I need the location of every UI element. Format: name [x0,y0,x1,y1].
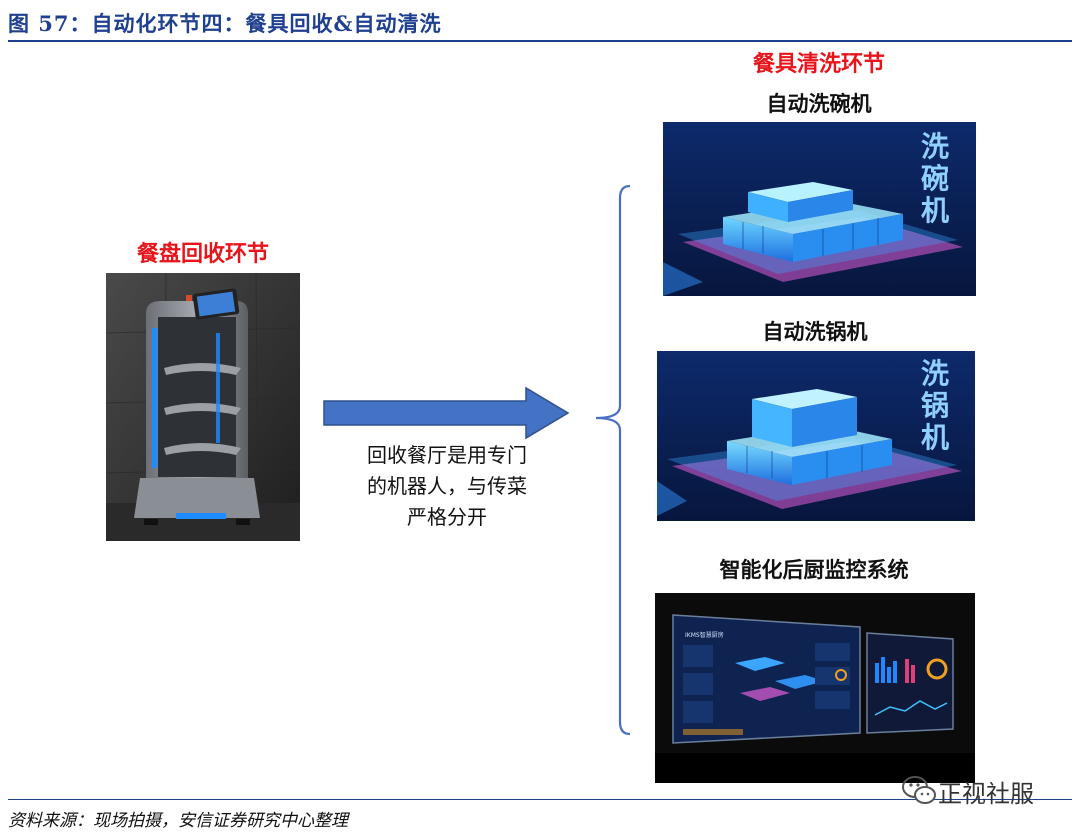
potwasher-label-char: 锅 [921,389,949,422]
dishwasher-caption: 自动洗碗机 [766,92,872,116]
potwasher-render: 洗 锅 机 [657,351,975,521]
caption-line: 回收餐厅是用专门 [367,443,527,467]
flow-arrow [323,386,570,440]
dishwasher-label-char: 碗 [921,162,949,195]
kitchen-monitor-photo: IKMS智慧厨房 [655,593,975,783]
grouping-bracket [595,184,631,736]
dishwasher-render: 洗 碗 机 [663,122,976,296]
wechat-icon [902,776,936,804]
header-divider [8,40,1072,42]
tableware-cleaning-title: 餐具清洗环节 [752,52,885,77]
potwasher-label-char: 机 [921,421,949,454]
tray-recycling-title: 餐盘回收环节 [136,242,269,267]
caption-line: 严格分开 [407,505,487,529]
potwasher-caption: 自动洗锅机 [762,320,868,344]
footer-divider [8,799,1072,800]
source-note: 资料来源：现场拍摄，安信证券研究中心整理 [8,811,348,831]
monitoring-caption: 智能化后厨监控系统 [719,558,909,582]
dishwasher-label-char: 机 [921,194,949,227]
dishwasher-label-char: 洗 [921,130,949,163]
arrow-caption: 回收餐厅是用专门 的机器人，与传菜 严格分开 [327,440,567,533]
monitor-screen-title: IKMS智慧厨房 [685,631,724,639]
recycling-robot-photo [106,273,300,541]
figure-header: 图 57：自动化环节四：餐具回收&自动清洗 [8,6,1072,42]
watermark-text: 正视社服 [938,780,1034,808]
potwasher-label-char: 洗 [921,357,949,390]
figure-title: 图 57：自动化环节四：餐具回收&自动清洗 [8,11,442,36]
caption-line: 的机器人，与传菜 [367,474,527,498]
